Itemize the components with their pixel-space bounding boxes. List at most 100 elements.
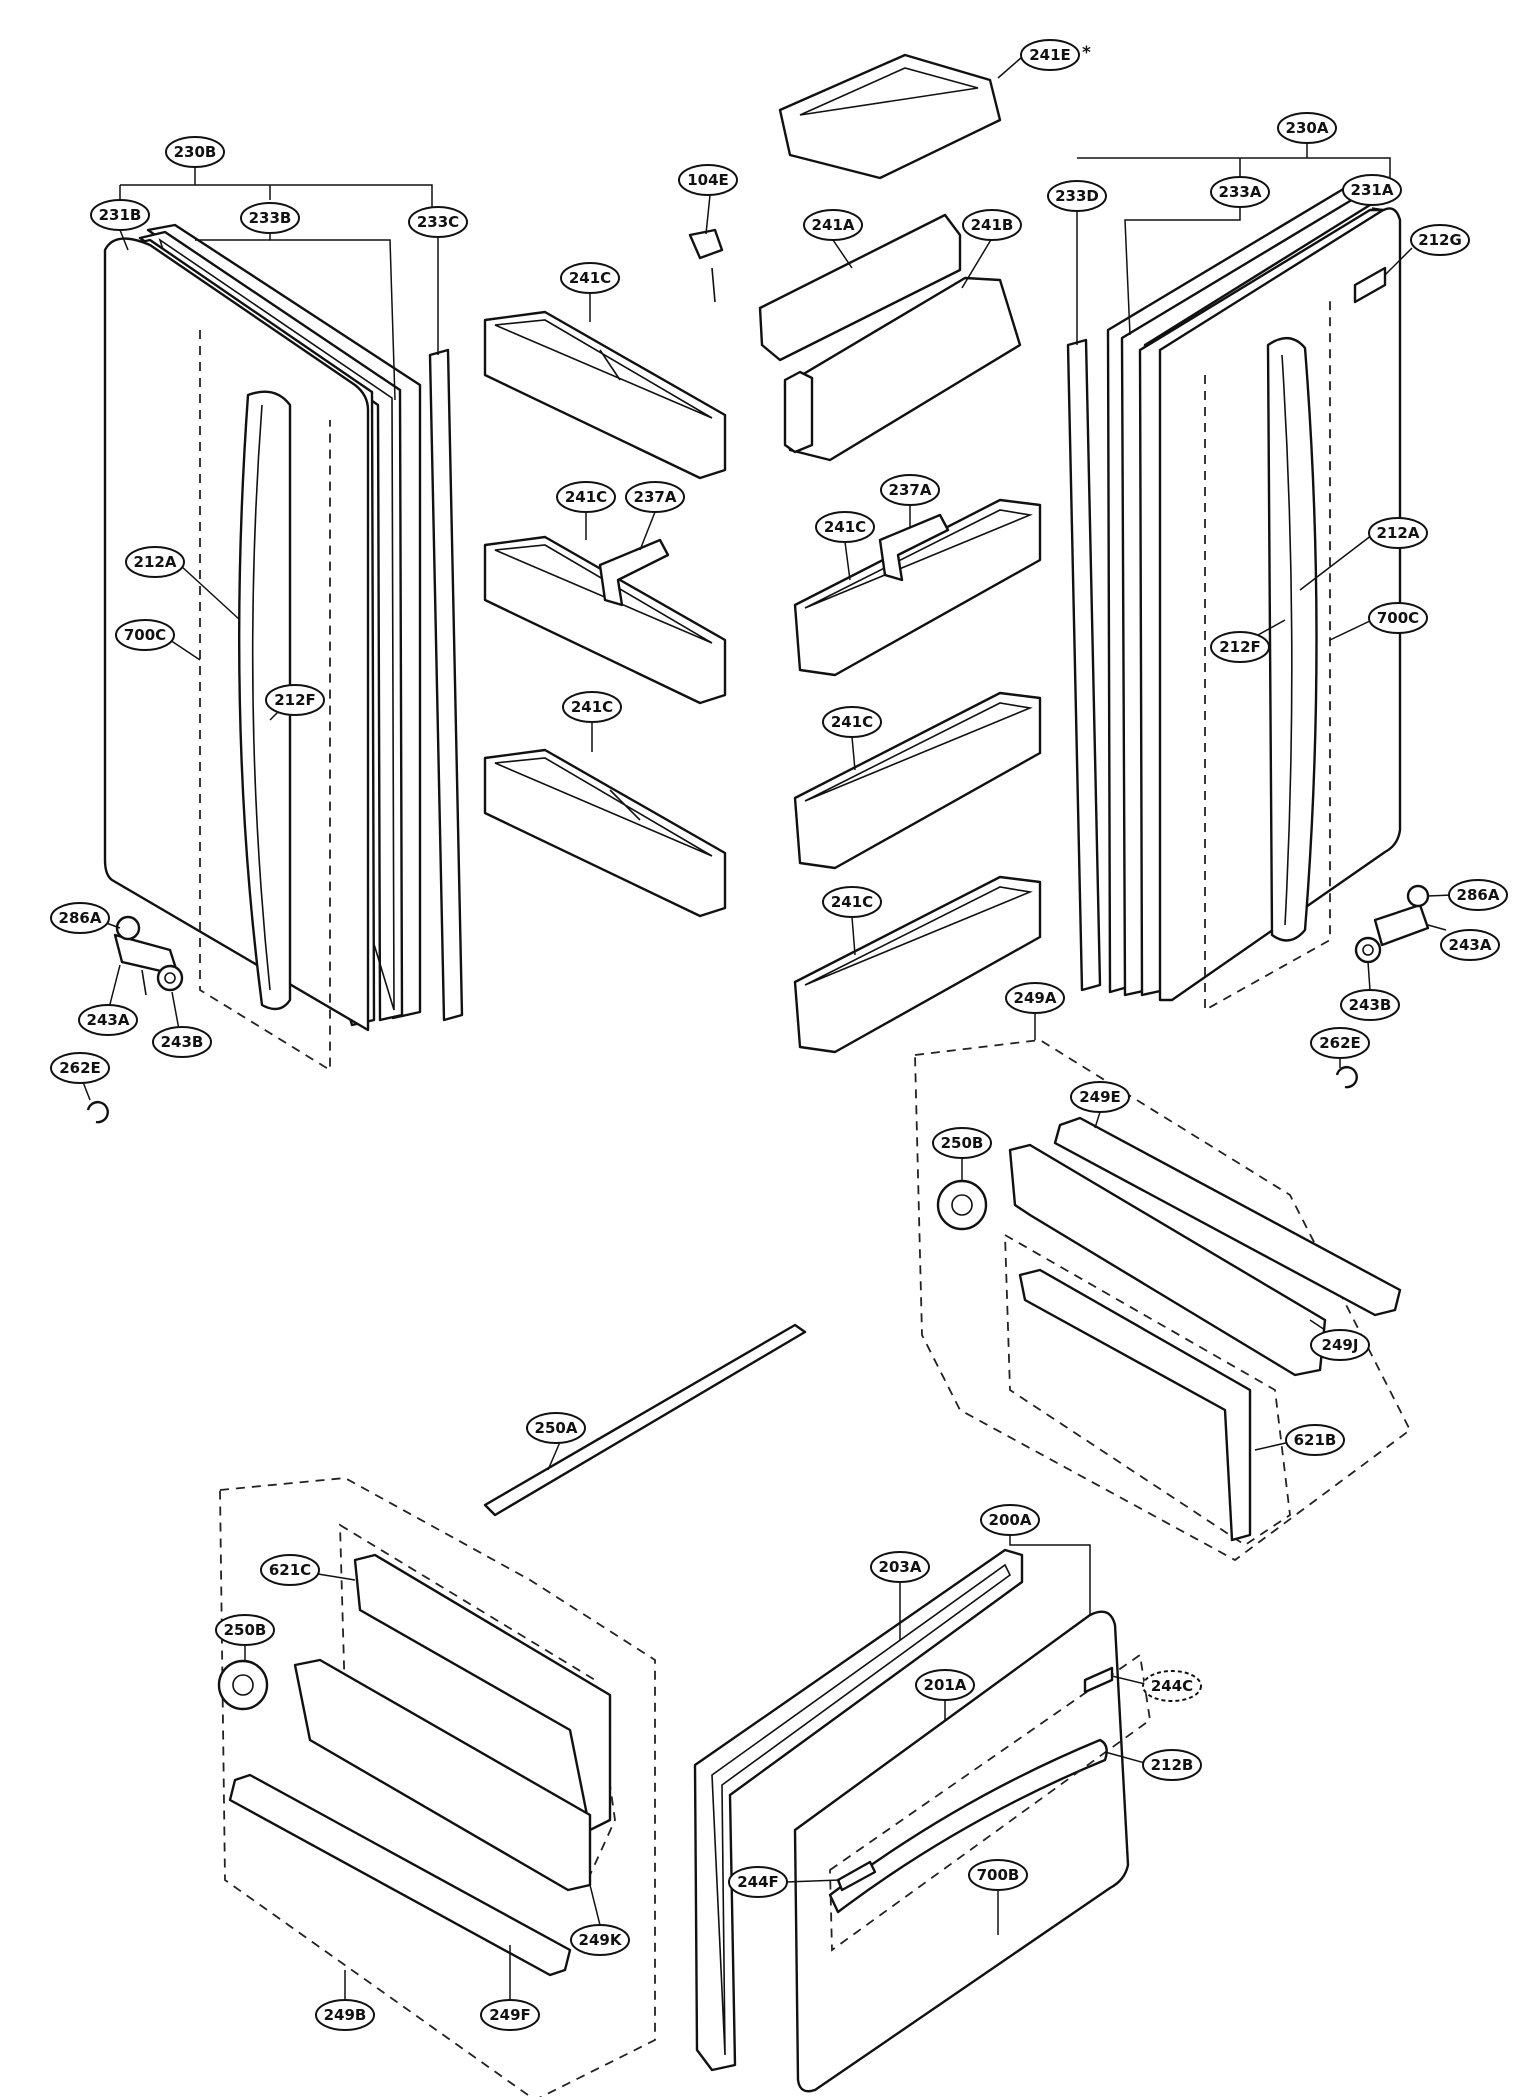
svg-text:201A: 201A	[924, 1676, 967, 1694]
svg-text:243B: 243B	[161, 1033, 204, 1051]
leader-241E	[997, 56, 1023, 79]
callout-231A: 231A	[1342, 174, 1402, 206]
svg-text:700B: 700B	[977, 1866, 1020, 1884]
callout-621B: 621B	[1285, 1424, 1345, 1456]
svg-text:250B: 250B	[941, 1134, 984, 1152]
callout-241C-1: 241C	[560, 262, 620, 294]
rail-249E	[1053, 1116, 1402, 1317]
svg-text:212F: 212F	[1219, 638, 1261, 656]
bracket-104E-screw	[711, 267, 716, 303]
callout-201A: 201A	[915, 1669, 975, 1701]
leader-241C-4	[844, 541, 851, 581]
bin-241C-3-rim	[494, 757, 713, 857]
left-door-foam-outline	[199, 330, 331, 1072]
leader-244F	[785, 1879, 841, 1883]
left-door-panel	[103, 237, 370, 1032]
right-door-assembly	[1066, 186, 1402, 1012]
leader-621C	[317, 1573, 356, 1581]
leader-212A-left	[179, 564, 241, 621]
top-bins-group	[688, 53, 1022, 462]
svg-text:250A: 250A	[535, 1419, 578, 1437]
cover-241A	[758, 213, 962, 362]
callout-241E: 241E	[1020, 39, 1080, 71]
left-door-gasket-mid	[138, 230, 404, 1022]
callout-243B-right: 243B	[1340, 989, 1400, 1021]
callout-700C-right: 700C	[1368, 602, 1428, 634]
bracket-249J	[1008, 1143, 1327, 1377]
drawer-assembly-200A	[693, 1548, 1151, 2093]
callout-237A-right: 237A	[880, 474, 940, 506]
leader-233B-spread	[269, 232, 396, 401]
callout-230B: 230B	[165, 136, 225, 168]
drawer-gasket-inner	[711, 1563, 1012, 2056]
bin-241E-rim	[799, 67, 979, 116]
svg-text:262E: 262E	[1319, 1034, 1361, 1052]
callout-241B: 241B	[962, 209, 1022, 241]
left-door-strip-233C	[428, 348, 464, 1022]
leader-700C-left	[169, 639, 201, 661]
bin-241C-6-rim	[804, 886, 1033, 986]
svg-text:230B: 230B	[174, 143, 217, 161]
bin-241C-3	[483, 748, 727, 918]
rail-assembly-249B-outline	[219, 1477, 656, 2097]
callout-241C-5: 241C	[822, 706, 882, 738]
svg-text:231A: 231A	[1351, 181, 1394, 199]
leader-212B	[1104, 1751, 1146, 1764]
left-hinge-parts	[86, 915, 184, 1124]
svg-text:262E: 262E	[59, 1059, 101, 1077]
svg-text:212F: 212F	[274, 691, 316, 709]
svg-text:241C: 241C	[831, 713, 873, 731]
right-hinge-parts	[1335, 884, 1430, 1089]
right-door-foam-outline	[1204, 300, 1331, 1012]
right-clip-262E	[1335, 1065, 1358, 1089]
svg-text:200A: 200A	[989, 1511, 1032, 1529]
svg-text:241C: 241C	[565, 488, 607, 506]
svg-text:241A: 241A	[812, 216, 855, 234]
rail-assembly-249A-outline	[914, 1039, 1412, 1562]
right-bin-stack	[793, 498, 1042, 1054]
callout-203A: 203A	[870, 1551, 930, 1583]
leader-212A-right	[1299, 534, 1373, 591]
bin-241B-post	[783, 370, 814, 454]
svg-text:249B: 249B	[324, 2006, 367, 2024]
rail-assembly-621B-outline	[1004, 1233, 1291, 1547]
left-hinge-screw	[141, 969, 147, 996]
bracket-104E	[688, 228, 724, 260]
right-door-strip-233D	[1066, 338, 1102, 992]
svg-text:243A: 243A	[87, 1011, 130, 1029]
svg-text:241C: 241C	[831, 893, 873, 911]
bin-241C-2	[483, 535, 727, 705]
svg-text:249F: 249F	[489, 2006, 531, 2024]
callout-286A-left: 286A	[50, 902, 110, 934]
svg-text:241E: 241E	[1029, 46, 1071, 64]
leader-700C-right	[1329, 619, 1373, 641]
gasket-strip-250A	[483, 1323, 807, 1517]
rail-assembly-249A	[914, 1039, 1412, 1562]
callout-231B: 231B	[90, 199, 150, 231]
callout-249K: 249K	[570, 1924, 630, 1956]
callout-241C-6: 241C	[822, 886, 882, 918]
rail-assembly-621C-outline	[339, 1523, 616, 1877]
callout-243B-left: 243B	[152, 1026, 212, 1058]
leader-249J	[1309, 1319, 1326, 1331]
bin-241C-5-rim	[804, 702, 1033, 802]
callout-233D: 233D	[1047, 180, 1107, 212]
divider-237A-right	[878, 513, 950, 582]
right-door-decal-212G	[1353, 266, 1387, 304]
callout-249F: 249F	[480, 1999, 540, 2031]
svg-text:212A: 212A	[1377, 524, 1420, 542]
callout-241E-asterisk: *	[1082, 43, 1091, 63]
leader-237A-left	[639, 511, 656, 551]
leader-286A-right	[1427, 894, 1453, 897]
callout-249E: 249E	[1070, 1081, 1130, 1113]
leader-250A	[547, 1441, 561, 1471]
svg-text:233C: 233C	[417, 213, 459, 231]
bin-241C-4	[793, 498, 1042, 677]
rail-249F	[228, 1773, 572, 1977]
left-door-handle-edge	[251, 404, 271, 991]
gear-250B-left	[217, 1659, 269, 1711]
svg-text:203A: 203A	[879, 1558, 922, 1576]
svg-text:250B: 250B	[224, 1621, 267, 1639]
bin-241C-6	[793, 875, 1042, 1054]
